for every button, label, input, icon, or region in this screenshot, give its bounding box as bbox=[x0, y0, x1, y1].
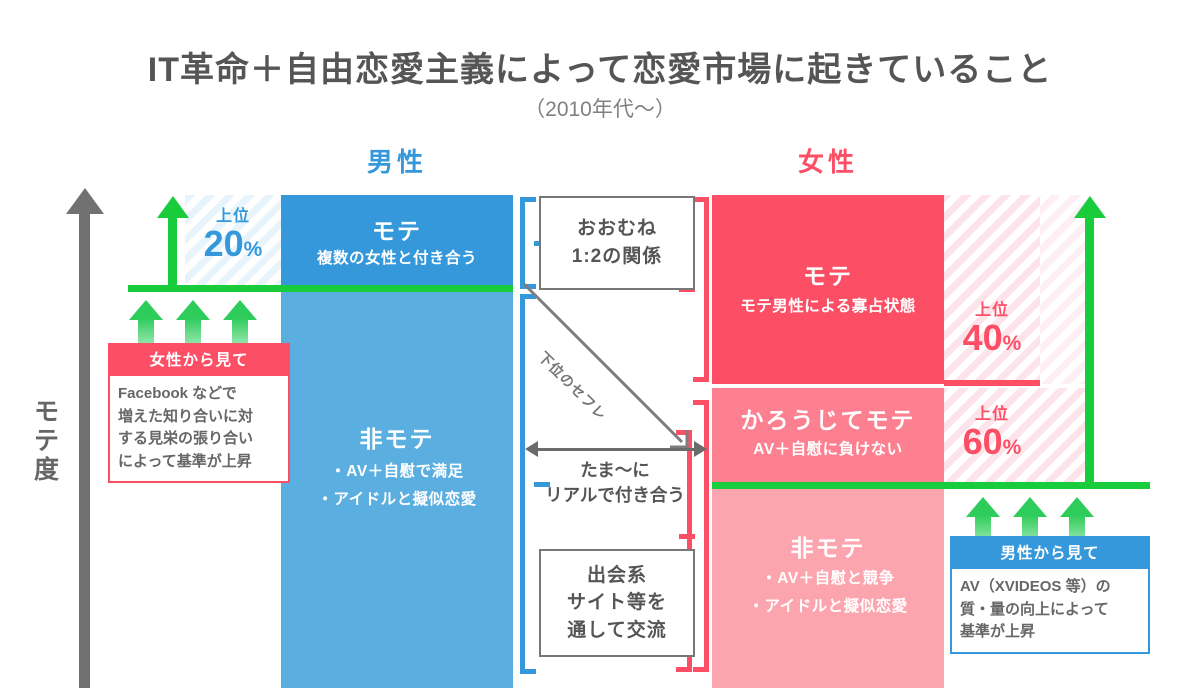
male-percent-value: 20 bbox=[203, 223, 244, 264]
male-top20-stripe-area bbox=[185, 195, 281, 288]
male-perspective-line1: AV（XVIDEOS 等）の bbox=[960, 578, 1111, 595]
female-mote-title: モテ bbox=[803, 263, 853, 289]
male-mote-bracket bbox=[520, 197, 550, 289]
female-percent40-prefix: 上位 bbox=[974, 302, 1009, 319]
female-karoujite-box[interactable]: かろうじてモテ AV＋自慰に負けない bbox=[712, 388, 944, 485]
female-percent40-sign: % bbox=[1002, 332, 1022, 355]
female-perspective-line3: する見栄の張り合い bbox=[118, 430, 254, 447]
ratio-note-line1: おおむね bbox=[576, 218, 657, 240]
female-threshold-arrow-icon bbox=[1074, 196, 1106, 218]
female-perspective-line2: 増えた知り合いに対 bbox=[118, 407, 254, 425]
exchange-arrow-line bbox=[531, 448, 699, 451]
male-percent-prefix: 上位 bbox=[215, 208, 250, 225]
exchange-label-line1: たま〜に bbox=[580, 460, 650, 480]
male-threshold-arrow-icon bbox=[157, 196, 189, 218]
ratio-note-line2: 1:2の関係 bbox=[571, 246, 663, 267]
female-perspective-card-body: Facebook などで 増えた知り合いに対 する見栄の張り合い によって基準が… bbox=[108, 376, 290, 483]
female-threshold-line bbox=[712, 482, 1150, 489]
female-top40-stripe-area bbox=[944, 195, 1040, 384]
female-40-divider-line bbox=[944, 380, 1040, 386]
site-note-line1: 出会系 bbox=[586, 564, 647, 586]
site-note-line2: サイト等を bbox=[566, 592, 667, 614]
female-perspective-card-header: 女性から見て bbox=[108, 343, 290, 376]
female-top60-percent: 上位 60% bbox=[944, 400, 1040, 460]
female-perspective-line1: Facebook などで bbox=[118, 385, 237, 402]
female-top60-stripe-area bbox=[944, 388, 1090, 485]
male-threshold-arrow-shaft bbox=[168, 211, 177, 287]
male-perspective-card-body: AV（XVIDEOS 等）の 質・量の向上によって 基準が上昇 bbox=[950, 569, 1150, 654]
male-perspective-card-header: 男性から見て bbox=[950, 536, 1150, 569]
male-perspective-line3: 基準が上昇 bbox=[960, 623, 1036, 640]
male-perspective-card[interactable]: 男性から見て AV（XVIDEOS 等）の 質・量の向上によって 基準が上昇 bbox=[950, 536, 1150, 654]
female-mote-box[interactable]: モテ モテ男性による寡占状態 bbox=[712, 195, 944, 384]
y-axis-label: モテ度 bbox=[33, 398, 60, 484]
female-perspective-card[interactable]: 女性から見て Facebook などで 増えた知り合いに対 する見栄の張り合い … bbox=[108, 343, 290, 483]
column-heading-male: 男性 bbox=[366, 147, 427, 177]
female-himote-line1: ・AV＋自慰と競争 bbox=[761, 570, 895, 587]
y-axis-line bbox=[79, 205, 90, 688]
female-percent60-prefix: 上位 bbox=[974, 406, 1009, 423]
female-perspective-line4: によって基準が上昇 bbox=[118, 452, 252, 470]
male-threshold-line bbox=[128, 285, 513, 292]
female-mote-sub: モテ男性による寡占状態 bbox=[740, 298, 916, 315]
male-mote-title: モテ bbox=[372, 218, 422, 244]
exchange-arrow-right-icon bbox=[694, 441, 707, 457]
female-himote-box[interactable]: 非モテ ・AV＋自慰と競争 ・アイドルと擬似恋愛 bbox=[712, 489, 944, 688]
female-top40-percent: 上位 40% bbox=[944, 296, 1040, 356]
female-threshold-arrow-shaft bbox=[1085, 212, 1094, 484]
female-himote-title: 非モテ bbox=[790, 535, 866, 561]
page-title: IT革命＋自由恋愛主義によって恋愛市場に起きていること bbox=[147, 51, 1053, 89]
male-himote-title: 非モテ bbox=[359, 426, 435, 452]
page-subtitle: （2010年代〜） bbox=[524, 98, 676, 121]
male-himote-box[interactable]: 非モテ ・AV＋自慰で満足 ・アイドルと擬似恋愛 bbox=[281, 292, 513, 688]
diagonal-arrow-icon bbox=[522, 282, 689, 449]
exchange-label-line2: リアルで付き合う bbox=[545, 485, 685, 506]
female-percent60-value: 60 bbox=[962, 421, 1003, 462]
female-karoujite-title: かろうじてモテ bbox=[740, 407, 916, 433]
male-himote-line2: ・アイドルと擬似恋愛 bbox=[317, 491, 477, 508]
female-karoujite-sub: AV＋自慰に負けない bbox=[753, 441, 903, 458]
column-heading-female: 女性 bbox=[797, 147, 858, 177]
female-percent40-value: 40 bbox=[962, 317, 1003, 358]
male-himote-line1: ・AV＋自慰で満足 bbox=[330, 463, 464, 480]
male-mote-sub: 複数の女性と付き合う bbox=[316, 250, 477, 267]
female-percent60-sign: % bbox=[1002, 436, 1022, 459]
exchange-arrow-label: たま〜に リアルで付き合う bbox=[525, 458, 705, 509]
male-perspective-line2: 質・量の向上によって bbox=[960, 600, 1109, 618]
female-outer-stripe-area bbox=[1040, 195, 1090, 384]
male-himote-bracket bbox=[520, 294, 550, 674]
male-mote-box[interactable]: モテ 複数の女性と付き合う bbox=[281, 195, 513, 288]
exchange-arrow-left-icon bbox=[525, 441, 538, 457]
ratio-note-box[interactable]: おおむね 1:2の関係 bbox=[539, 196, 695, 290]
female-himote-line2: ・アイドルと擬似恋愛 bbox=[748, 598, 908, 615]
site-note-box[interactable]: 出会系 サイト等を 通して交流 bbox=[539, 549, 695, 657]
male-percent-sign: % bbox=[243, 238, 263, 261]
male-top20-percent: 上位 20% bbox=[185, 202, 281, 262]
site-note-line3: 通して交流 bbox=[567, 619, 667, 641]
